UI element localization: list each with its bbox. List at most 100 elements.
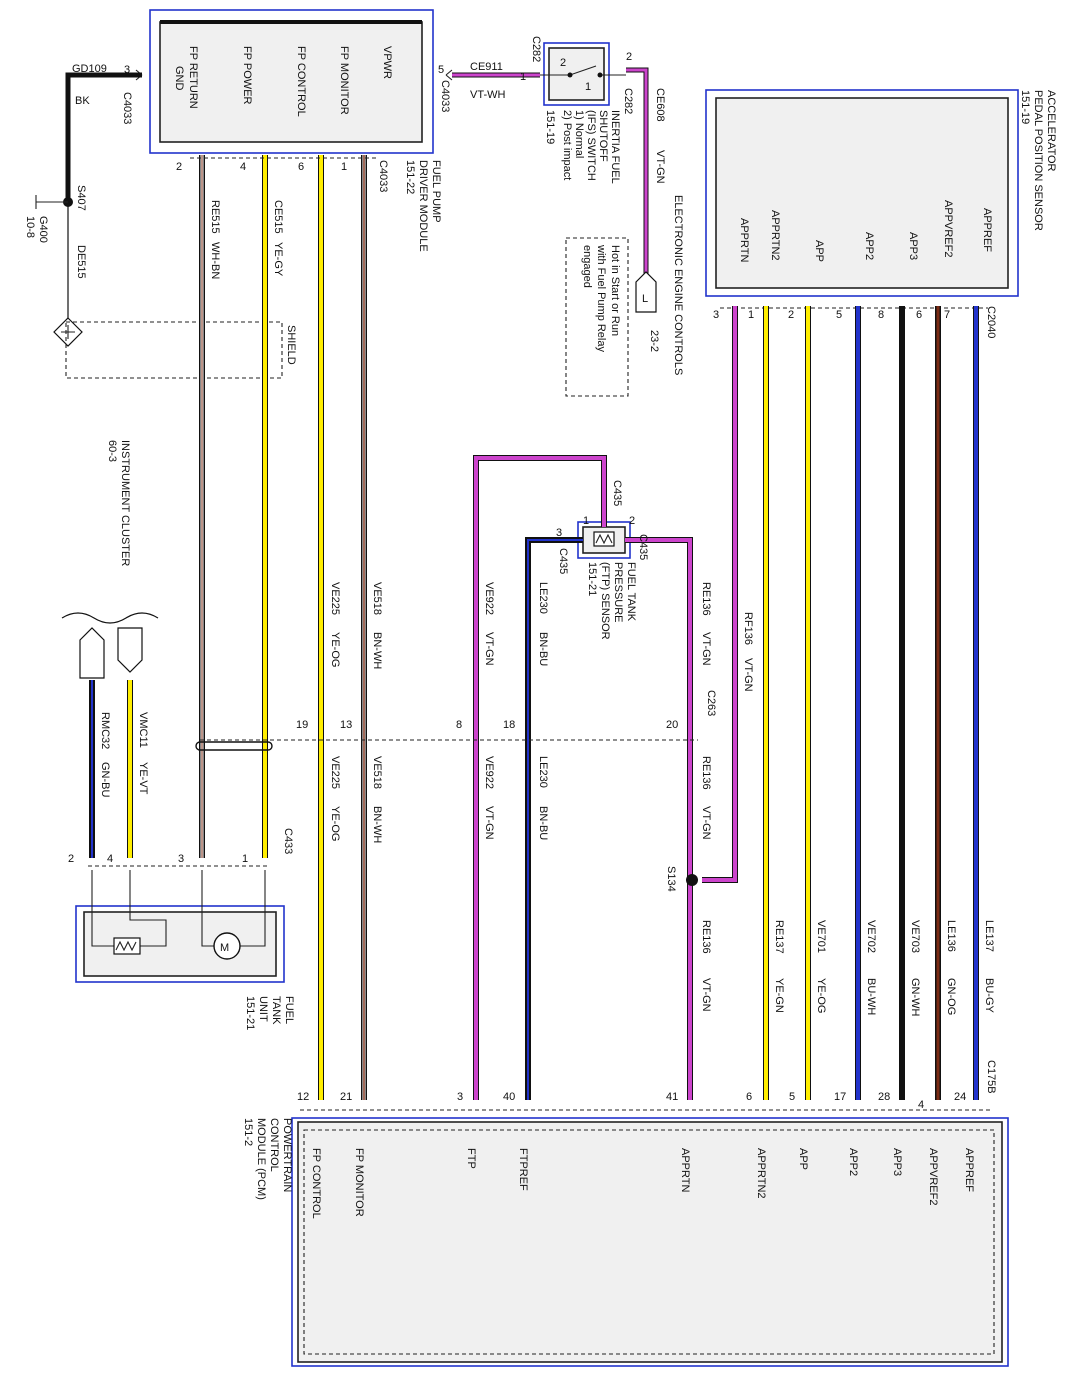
- apps-pin-appvref2: APPVREF2: [942, 200, 954, 257]
- svg-text:with Fuel Pump Relay: with Fuel Pump Relay: [595, 244, 607, 352]
- pcm-title-2: CONTROL: [268, 1118, 280, 1172]
- apps-pin-app: APP: [813, 240, 825, 262]
- svg-text:FUEL: FUEL: [283, 996, 295, 1024]
- svg-text:RE137: RE137: [773, 920, 785, 954]
- accelerator-pedal-position-sensor[interactable]: [705, 89, 1019, 297]
- ce608-wire: [626, 67, 649, 282]
- svg-text:VT-GN: VT-GN: [742, 658, 754, 692]
- ifs-title-2: SHUTOFF: [597, 110, 609, 162]
- svg-text:VE518: VE518: [371, 756, 383, 789]
- pcm-pin-apprtn2: APPRTN2: [755, 1148, 767, 1199]
- svg-text:LE230: LE230: [537, 582, 549, 614]
- cluster-title: INSTRUMENT CLUSTER: [119, 440, 131, 566]
- svg-text:APPRTN: APPRTN: [738, 218, 750, 262]
- svg-text:APPRTN2: APPRTN2: [755, 1148, 767, 1199]
- rmc32-color: GN-BU: [99, 762, 111, 798]
- svg-text:151-19: 151-19: [1019, 90, 1031, 124]
- fpdm-pin-gnd: GND: [173, 66, 185, 91]
- svg-text:APP2: APP2: [847, 1148, 859, 1176]
- c4033-right-label: C4033: [439, 80, 451, 112]
- re137-circuit: RE137: [773, 920, 785, 954]
- apps-ref: 151-19: [1019, 90, 1031, 124]
- pcm-pin-app: APP: [797, 1148, 809, 1170]
- svg-text:RF136: RF136: [742, 612, 754, 645]
- fpdm-pin-vpwr: VPWR: [381, 46, 393, 79]
- svg-text:C4033: C4033: [121, 92, 133, 124]
- ifs-ref: 151-19: [544, 110, 556, 144]
- le230-wire: [525, 537, 583, 1100]
- c433-pin-3: 3: [178, 853, 184, 865]
- svg-text:INSTRUMENT CLUSTER: INSTRUMENT CLUSTER: [119, 440, 131, 566]
- pcm-title: POWERTRAIN: [281, 1118, 293, 1192]
- ve922-color-lower: VT-GN: [483, 806, 495, 840]
- ftp-title: FUEL TANK: [625, 562, 637, 622]
- c2040-pin-1: 1: [748, 309, 754, 321]
- rmc32-circuit: RMC32: [99, 712, 111, 749]
- c263-pin-20: 20: [666, 719, 678, 731]
- svg-text:Hot in Start or Run: Hot in Start or Run: [609, 245, 621, 336]
- fuel-tank-unit[interactable]: [75, 870, 285, 983]
- c282-right-label: C282: [622, 88, 634, 114]
- svg-text:MODULE (PCM): MODULE (PCM): [255, 1118, 267, 1200]
- c435-top-label: C435: [611, 480, 623, 506]
- ve518-circuit-upper: VE518: [371, 582, 383, 615]
- pcm-pinno-41: 41: [666, 1091, 678, 1103]
- svg-text:FUEL TANK: FUEL TANK: [625, 562, 637, 622]
- svg-text:FP MONITOR: FP MONITOR: [338, 46, 350, 115]
- svg-text:VE702: VE702: [865, 920, 877, 953]
- svg-text:(FTP) SENSOR: (FTP) SENSOR: [599, 562, 611, 640]
- svg-text:VT-GN: VT-GN: [700, 632, 712, 666]
- svg-text:BN-WH: BN-WH: [371, 632, 383, 669]
- eec-pin: L: [642, 293, 648, 305]
- svg-text:RE136: RE136: [700, 920, 712, 954]
- c435-pin-1: 1: [583, 515, 589, 527]
- apps-pin-appref: APPREF: [981, 208, 993, 252]
- apps-title: ACCELERATOR: [1045, 90, 1057, 172]
- re136-circuit-mid: RE136: [700, 756, 712, 790]
- svg-text:VT-GN: VT-GN: [700, 978, 712, 1012]
- svg-text:VT-GN: VT-GN: [483, 632, 495, 666]
- fpdm-title: FUEL PUMP: [430, 160, 442, 223]
- svg-text:2) Post impact: 2) Post impact: [561, 110, 573, 180]
- c435-pin-3: 3: [556, 527, 562, 539]
- fuel-pump-driver-module[interactable]: [149, 9, 434, 154]
- powertrain-control-module[interactable]: [291, 1117, 1009, 1367]
- ifs-title-3: (IFS) SWITCH: [585, 110, 597, 181]
- svg-text:POWERTRAIN: POWERTRAIN: [281, 1118, 293, 1192]
- eec-note-3: engaged: [581, 245, 593, 288]
- vmc11-circuit: VMC11: [137, 712, 149, 748]
- ve703-circuit: VE703: [909, 920, 921, 953]
- ve922-color-upper: VT-GN: [483, 632, 495, 666]
- svg-text:APP2: APP2: [863, 232, 875, 260]
- ve225-circuit-upper: VE225: [329, 582, 341, 615]
- svg-text:23-2: 23-2: [648, 330, 660, 352]
- svg-text:FP CONTROL: FP CONTROL: [295, 46, 307, 117]
- ve922-circuit-lower: VE922: [483, 756, 495, 789]
- ce515-circuit: CE515: [272, 200, 284, 234]
- c4033-pin-5: 5: [438, 64, 444, 76]
- svg-text:C282: C282: [622, 88, 634, 114]
- fpdm-pin-fp-return: FP RETURN: [187, 46, 199, 109]
- svg-text:BN-BU: BN-BU: [537, 806, 549, 840]
- le136-color: GN-OG: [945, 978, 957, 1015]
- pcm-pin-app2: APP2: [847, 1148, 859, 1176]
- apps-pin-apprtn2: APPRTN2: [769, 210, 781, 261]
- pcm-pinno-12: 12: [297, 1091, 309, 1103]
- c2040-pin-3: 3: [713, 309, 719, 321]
- c263-pin-8: 8: [456, 719, 462, 731]
- c433-pin-4: 4: [107, 853, 113, 865]
- svg-text:YE-VT: YE-VT: [137, 762, 149, 795]
- svg-text:APP3: APP3: [907, 232, 919, 260]
- pcm-pin-ftpref: FTPREF: [517, 1148, 529, 1191]
- inertia-fuel-shutoff-switch[interactable]: [540, 42, 626, 106]
- ftp-violet-loop-wire: [473, 455, 607, 1100]
- ftp-sensor[interactable]: [577, 521, 631, 559]
- c2040-pin-5: 5: [836, 309, 842, 321]
- gd109-color: BK: [75, 95, 90, 107]
- ve701-color: YE-OG: [815, 978, 827, 1013]
- ftu-ref: 151-21: [244, 996, 256, 1030]
- svg-text:GN-OG: GN-OG: [945, 978, 957, 1015]
- s134-splice: [686, 874, 698, 886]
- ve703-color: GN-WH: [909, 978, 921, 1017]
